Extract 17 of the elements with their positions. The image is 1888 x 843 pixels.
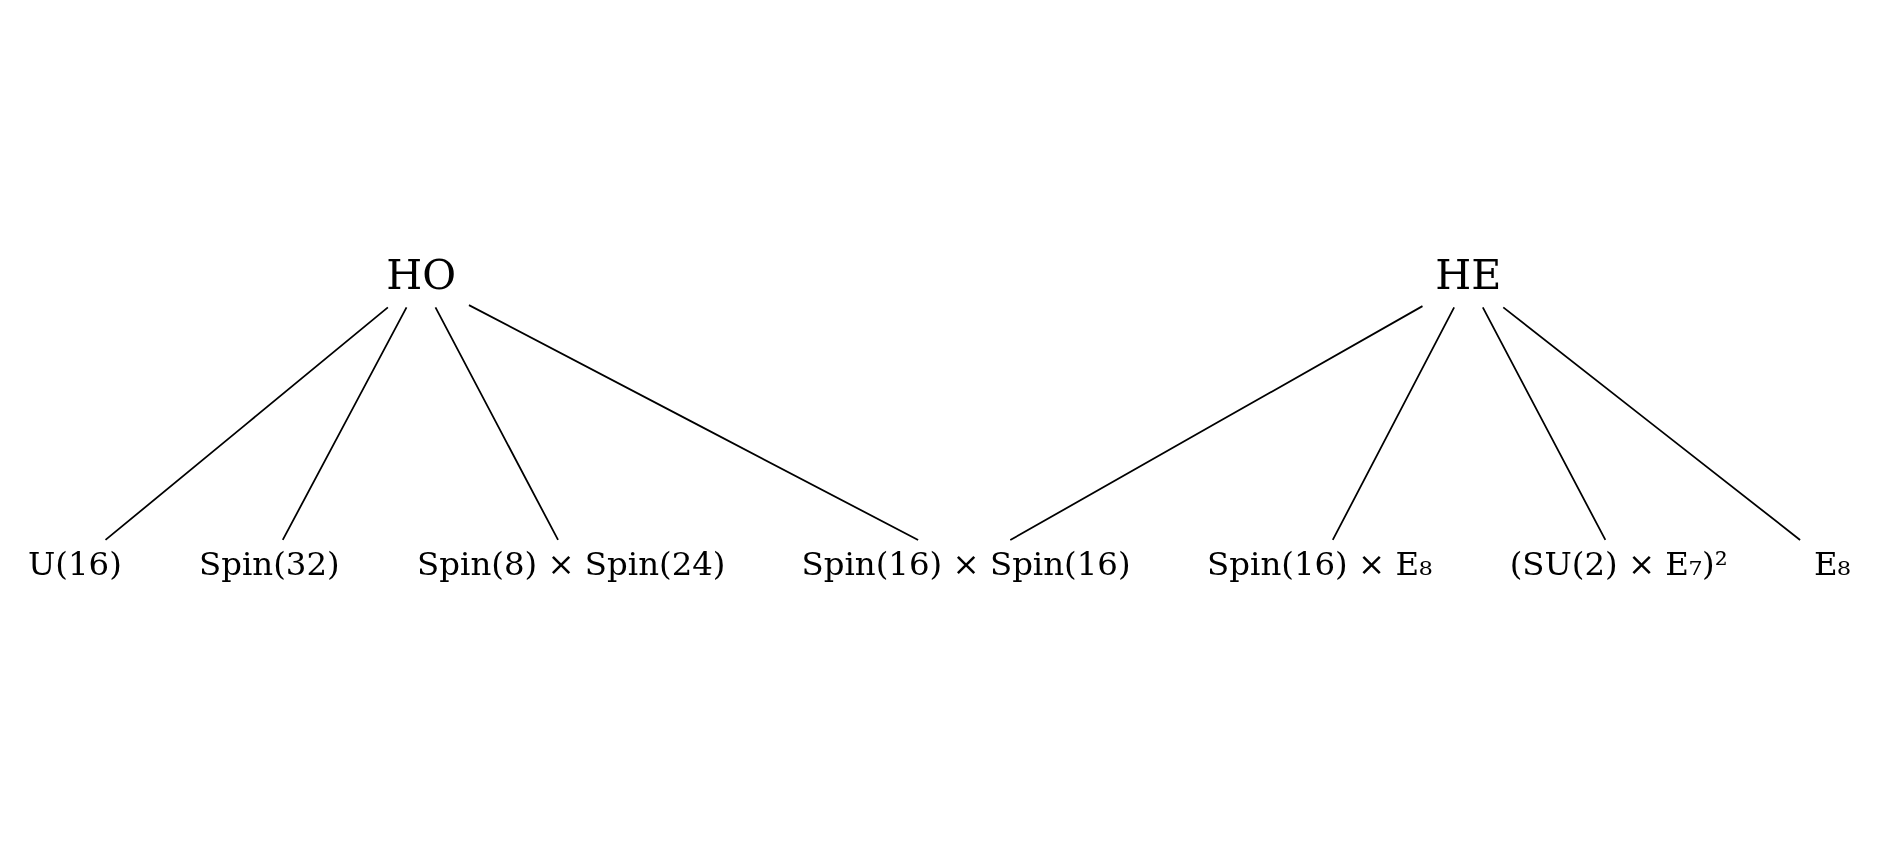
node-text: E₈ [1813, 544, 1851, 583]
connector [1009, 305, 1424, 541]
connector [1502, 306, 1801, 541]
node-text: HE [1435, 250, 1502, 299]
connector [468, 304, 919, 541]
node-text: Spin(16) × Spin(16) [801, 544, 1131, 583]
node-text: U(16) [28, 544, 122, 583]
node-text: (SU(2) × E₇)² [1509, 544, 1728, 583]
connector [1331, 306, 1456, 541]
connector [434, 306, 559, 541]
connector [1481, 306, 1607, 541]
node-text: Spin(32) [199, 544, 340, 583]
node-text: HO [386, 250, 456, 299]
node-text: Spin(8) × Spin(24) [417, 544, 726, 583]
connector [281, 306, 408, 541]
node-text: Spin(16) × E₈ [1207, 544, 1433, 583]
connector [104, 306, 389, 541]
